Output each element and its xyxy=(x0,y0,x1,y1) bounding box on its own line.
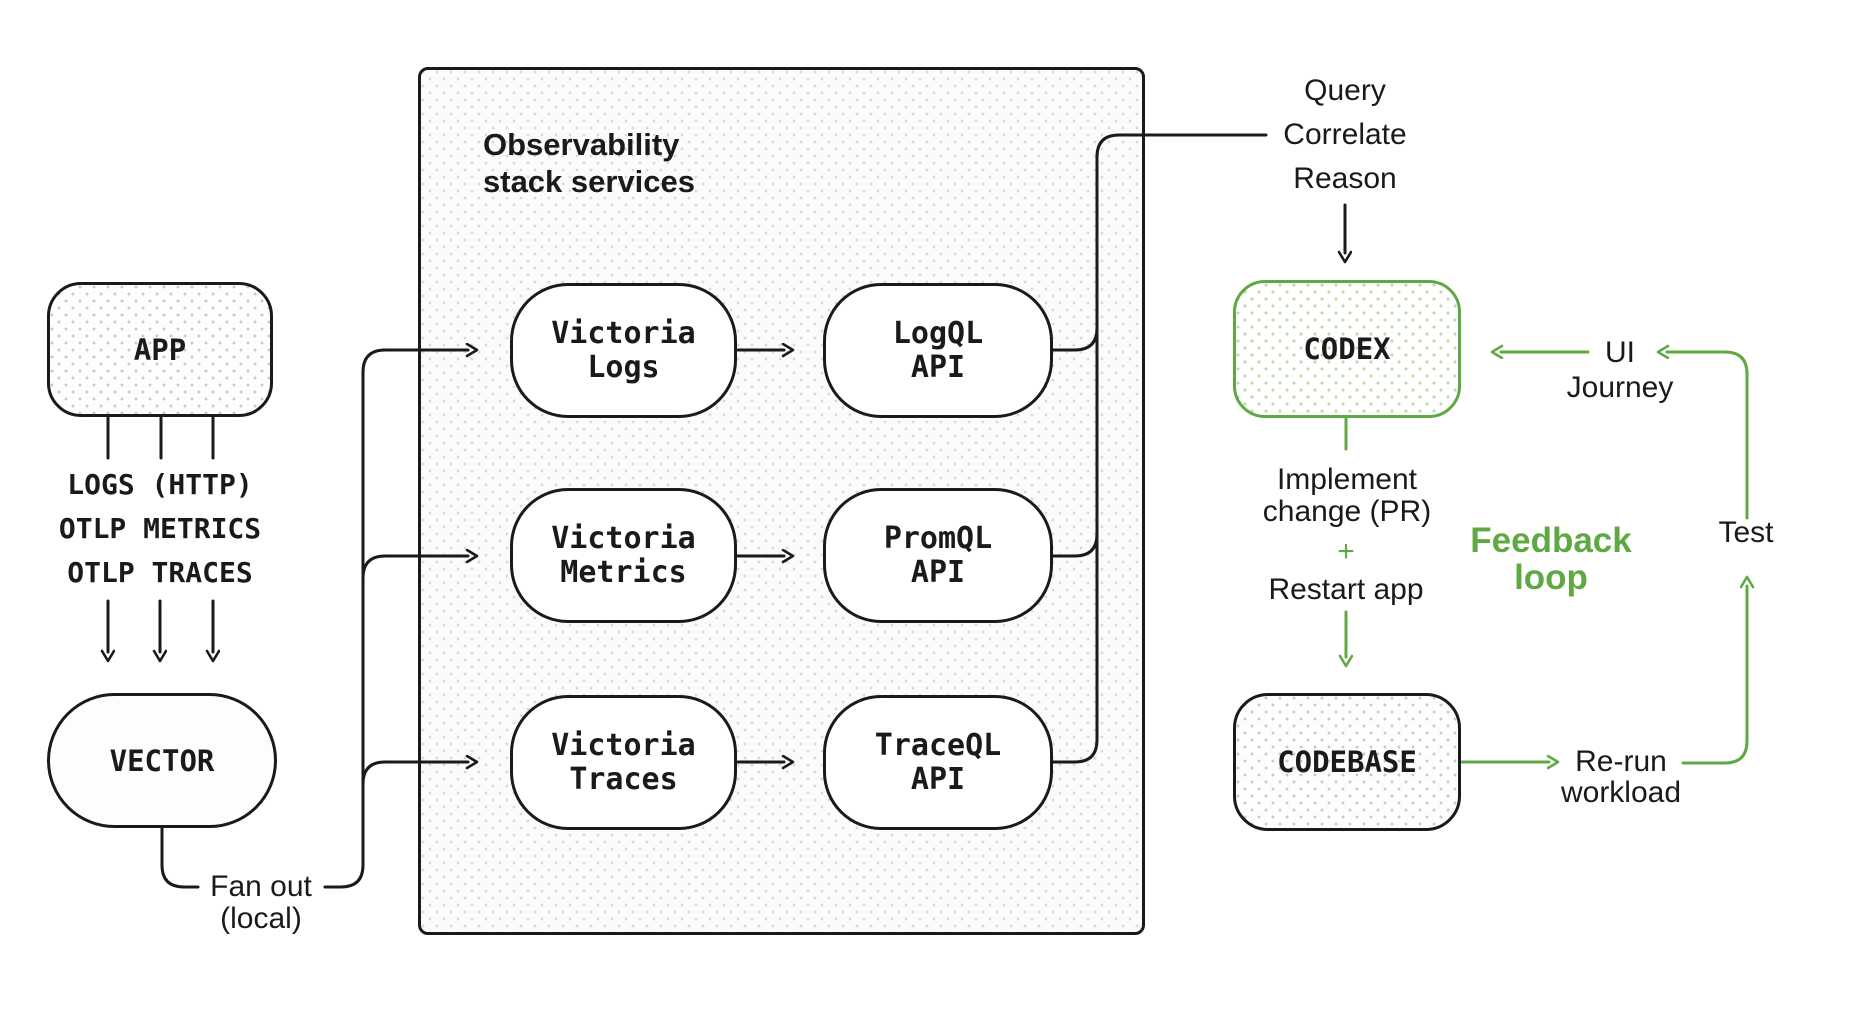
feedback-line1: Feedback xyxy=(1470,521,1632,560)
ui-line1: UI xyxy=(1604,336,1635,369)
restart-app-label: Restart app xyxy=(1268,573,1424,606)
codebase-node-label: CODEBASE xyxy=(1277,745,1417,779)
service-pill-victoria-traces: Victoria Traces xyxy=(510,695,737,830)
service-pill-victoria-logs: Victoria Logs xyxy=(510,283,737,418)
pill-text: Logs xyxy=(587,349,660,385)
ingest-labels: LOGS (HTTP) OTLP METRICS OTLP TRACES xyxy=(59,463,261,595)
stack-title-line1: Observability xyxy=(483,127,680,162)
promql-join-line xyxy=(1051,532,1099,558)
pill-text: API xyxy=(910,554,966,590)
implement-line1: Implement xyxy=(1276,463,1418,496)
implement-line2: change (PR) xyxy=(1262,495,1432,528)
pill-text: API xyxy=(910,349,966,385)
ingest-label-otlp-traces: OTLP TRACES xyxy=(67,556,253,589)
pill-text: Traces xyxy=(569,761,678,797)
query-correlate-reason-label: Query Correlate Reason xyxy=(1283,69,1406,201)
pill-text: Victoria xyxy=(551,315,696,351)
fan-out-label: Fan out (local) xyxy=(210,871,312,935)
codex-node: CODEX xyxy=(1233,280,1461,418)
pill-text: LogQL xyxy=(892,315,984,351)
test-label: Test xyxy=(1718,516,1774,549)
rerun-line2: workload xyxy=(1560,776,1682,809)
rerun-workload-label: Re-run workload xyxy=(1561,746,1681,808)
pill-text: PromQL xyxy=(883,520,993,556)
pill-text: TraceQL xyxy=(874,727,1002,763)
fan-out-line2: (local) xyxy=(220,902,302,935)
test-to-uijourney-arrow xyxy=(1667,352,1749,520)
codebase-node: CODEBASE xyxy=(1233,693,1461,831)
feedback-loop-label: Feedback loop xyxy=(1470,522,1631,596)
correlate-line: Correlate xyxy=(1283,118,1407,151)
fan-out-line1: Fan out xyxy=(210,870,312,903)
logql-join-line xyxy=(1051,326,1099,352)
vector-fanout-line-left xyxy=(160,825,200,889)
api-pill-traceql: TraceQL API xyxy=(823,695,1053,830)
app-node: APP xyxy=(47,282,273,417)
pill-text: Victoria xyxy=(551,727,696,763)
fanout-to-victoria-metrics-arrow xyxy=(361,556,468,580)
pill-text: API xyxy=(910,761,966,797)
pill-text: Metrics xyxy=(560,554,687,590)
ui-line2: Journey xyxy=(1566,371,1674,404)
ingest-label-otlp-metrics: OTLP METRICS xyxy=(58,512,262,545)
ingest-label-logs: LOGS (HTTP) xyxy=(67,468,253,501)
pill-text: Victoria xyxy=(551,520,696,556)
stack-title-line2: stack services xyxy=(483,164,696,199)
rerun-line1: Re-run xyxy=(1575,745,1667,778)
service-pill-victoria-metrics: Victoria Metrics xyxy=(510,488,737,623)
fanout-to-victoria-traces-arrow xyxy=(361,762,468,786)
stack-box-title: Observability stack services xyxy=(483,126,695,200)
app-node-label: APP xyxy=(133,332,187,367)
vector-node: VECTOR xyxy=(47,693,277,828)
plus-label: + xyxy=(1337,535,1355,568)
api-pill-logql: LogQL API xyxy=(823,283,1053,418)
vector-node-label: VECTOR xyxy=(109,743,215,778)
codex-node-label: CODEX xyxy=(1303,332,1391,366)
fanout-to-victoria-logs-arrow xyxy=(323,350,468,889)
rerun-to-test-arrow xyxy=(1681,586,1747,765)
apis-to-query-line xyxy=(1051,133,1268,764)
feedback-line2: loop xyxy=(1514,558,1588,597)
ui-journey-label: UI Journey xyxy=(1567,335,1674,405)
implement-change-label: Implement change (PR) xyxy=(1263,464,1431,528)
reason-line: Reason xyxy=(1293,162,1397,195)
query-line: Query xyxy=(1304,74,1386,107)
api-pill-promql: PromQL API xyxy=(823,488,1053,623)
